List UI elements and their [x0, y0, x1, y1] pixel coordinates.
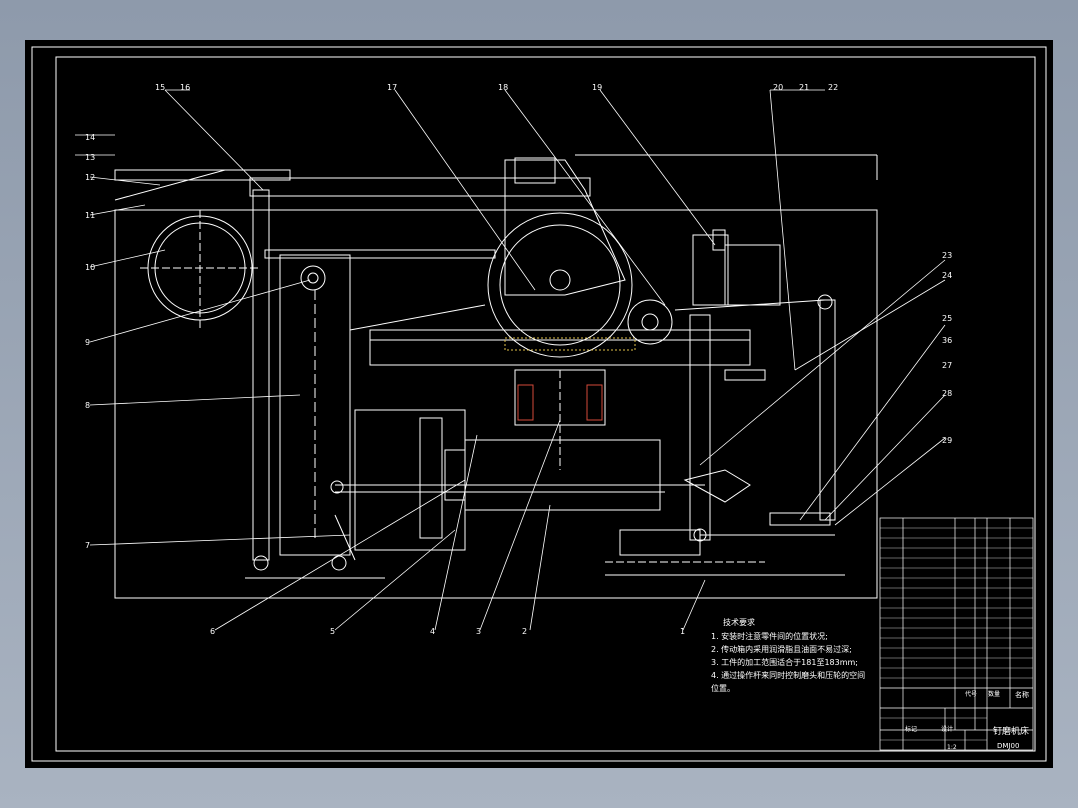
- control-rod: [674, 299, 826, 311]
- mark-label: 标记: [905, 726, 918, 733]
- note-item: 3. 工件的加工范围适合于181至183mm;: [711, 658, 858, 667]
- mark-header: 代号: [965, 691, 978, 698]
- work-table: [369, 329, 751, 366]
- part-balloon-10: 10: [85, 263, 95, 272]
- grinding-head-housing: [504, 159, 626, 296]
- top-beam: [249, 177, 591, 197]
- bearing-left: [517, 384, 534, 421]
- part-balloon-7: 7: [85, 541, 90, 550]
- note-item: 4. 通过操作杆来同时控制磨头和压轮的空间位置。: [711, 671, 866, 693]
- bearing-right: [586, 384, 603, 421]
- part-balloon-17: 17: [387, 83, 397, 92]
- part-balloon-15: 15: [155, 83, 165, 92]
- drawing-code: DMJ00: [997, 742, 1020, 750]
- part-balloon-1: 1: [680, 627, 685, 636]
- wheel-hub: [549, 269, 571, 291]
- part-balloon-9: 9: [85, 338, 90, 347]
- part-balloon-23: 23: [942, 251, 952, 260]
- part-balloon-6: 6: [210, 627, 215, 636]
- belt-pulley: [419, 417, 443, 539]
- drawing-scale: 1:2: [947, 744, 957, 751]
- designer-label: 设计: [941, 726, 954, 733]
- pivot: [817, 294, 833, 310]
- inner-border: [55, 56, 1036, 752]
- part-balloon-2: 2: [522, 627, 527, 636]
- parts-list: [879, 517, 1034, 751]
- motor-cap: [514, 157, 556, 184]
- column-housing: [279, 254, 351, 556]
- operating-lever: [689, 314, 711, 541]
- part-balloon-21: 21: [799, 83, 809, 92]
- gear-hub: [641, 313, 659, 331]
- part-balloon-18: 18: [498, 83, 508, 92]
- part-balloon-25: 25: [942, 314, 952, 323]
- grinding-wheel: [499, 224, 621, 346]
- part-balloon-20: 20: [773, 83, 783, 92]
- clamp-block: [769, 512, 831, 526]
- sector-plate: [683, 469, 751, 503]
- part-balloon-5: 5: [330, 627, 335, 636]
- part-balloon-36: 36: [942, 336, 952, 345]
- support-line: [349, 304, 486, 331]
- part-balloon-14: 14: [85, 133, 95, 142]
- support-rail: [264, 249, 496, 259]
- assembly-drawing: 1234567891011121314151617181920212223242…: [31, 46, 1047, 762]
- support-block: [724, 369, 766, 381]
- gear: [627, 299, 673, 345]
- lower-frame: [354, 409, 466, 551]
- base-block: [619, 529, 701, 556]
- frame-line: [114, 169, 226, 201]
- part-balloon-24: 24: [942, 271, 952, 280]
- outer-border: [31, 46, 1047, 762]
- handle-knob: [712, 229, 726, 251]
- part-balloon-16: 16: [180, 83, 190, 92]
- technical-notes: 技术要求 1. 安装时注意零件间的位置状况; 2. 传动箱内采用润滑脂且油面不易…: [711, 616, 871, 695]
- part-balloon-13: 13: [85, 153, 95, 162]
- handle-housing: [692, 234, 729, 306]
- left-column: [252, 189, 270, 561]
- gearbox: [464, 439, 661, 511]
- part-balloon-19: 19: [592, 83, 602, 92]
- part-balloon-22: 22: [828, 83, 838, 92]
- workpiece: [504, 337, 636, 351]
- leader-lines: [75, 89, 946, 631]
- name-header: 名称: [1015, 691, 1029, 699]
- part-balloon-8: 8: [85, 401, 90, 410]
- note-item: 1. 安装时注意零件间的位置状况;: [711, 632, 828, 641]
- drawing-title: 钉磨机床: [993, 727, 1030, 737]
- grinding-wheel-guard: [487, 212, 633, 358]
- part-balloon-29: 29: [942, 436, 952, 445]
- pivot: [253, 555, 269, 571]
- part-balloon-4: 4: [430, 627, 435, 636]
- top-plate: [114, 169, 291, 181]
- part-balloon-27: 27: [942, 361, 952, 370]
- part-balloon-28: 28: [942, 389, 952, 398]
- lever: [334, 514, 356, 561]
- right-column: [819, 299, 836, 521]
- qty-header: 数量: [988, 691, 1001, 698]
- part-balloon-11: 11: [85, 211, 95, 220]
- part-balloon-3: 3: [476, 627, 481, 636]
- notes-title: 技术要求: [723, 618, 755, 627]
- pulley-hub: [307, 272, 319, 284]
- note-item: 2. 传动箱内采用润滑脂且油面不易过深;: [711, 645, 852, 654]
- pulley: [300, 265, 326, 291]
- part-balloon-12: 12: [85, 173, 95, 182]
- pivot: [330, 480, 344, 494]
- handle-bracket: [724, 244, 781, 306]
